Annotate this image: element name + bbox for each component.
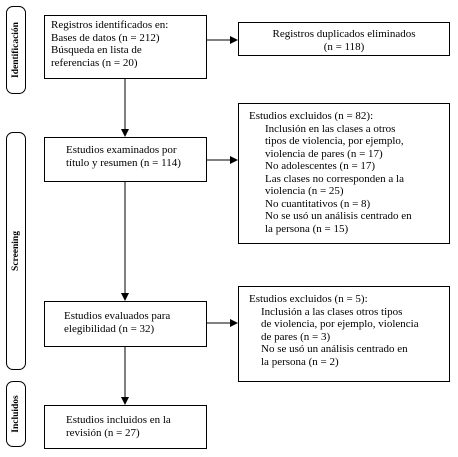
excluded1-item: la persona (n = 15) — [265, 222, 349, 235]
stage-included: Incluidos — [6, 381, 26, 447]
duplicates-line-2: (n = 118) — [323, 40, 365, 53]
included-line-1: Estudios incluidos en la — [66, 414, 171, 426]
stage-screening: Screening — [6, 132, 26, 370]
included-studies-box: Estudios incluidos en la revisión (n = 2… — [44, 405, 207, 449]
excluded1-header: Estudios excluidos (n = 82): — [249, 110, 374, 122]
excluded1-item: No cuantitativos (n = 8) — [265, 197, 371, 210]
identified-records-box: Registros identificados en: Bases de dat… — [44, 15, 207, 79]
excluded2-item: No se usó un análisis centrado en — [261, 343, 408, 355]
excluded1-item: violencia (n = 25) — [265, 185, 344, 197]
excluded1-item: Las clases no corresponden a la — [265, 172, 404, 185]
duplicates-removed-box: Registros duplicados eliminados (n = 118… — [238, 22, 450, 56]
screened-line-1: Estudios examinados por — [66, 144, 177, 156]
excluded-studies-box-1: Estudios excluidos (n = 82): Inclusión e… — [238, 103, 450, 244]
excluded2-header: Estudios excluidos (n = 5): — [249, 293, 368, 305]
excluded1-item: No adolescentes (n = 17) — [265, 160, 376, 172]
identified-line-3: Búsqueda en lista de — [51, 44, 142, 56]
excluded1-item: Inclusión en las clases a otros — [265, 122, 396, 135]
excluded1-item: No se usó un análisis centrado en — [265, 210, 412, 222]
excluded2-item: de pares (n = 3) — [261, 330, 331, 343]
excluded2-item: la persona (n = 2) — [261, 355, 339, 368]
excluded1-item: violencia de pares (n = 17) — [265, 147, 383, 160]
excluded1-item: tipos de violencia, por ejemplo, — [265, 135, 404, 147]
screened-studies-box: Estudios examinados por título y resumen… — [44, 137, 207, 182]
identified-line-1: Registros identificados en: — [51, 19, 169, 31]
excluded-studies-box-2: Estudios excluidos (n = 5): Inclusión a … — [238, 286, 450, 382]
eligibility-line-1: Estudios evaluados para — [64, 310, 171, 322]
excluded2-item: de violencia, por ejemplo, violencia — [261, 318, 419, 330]
excluded2-item: Inclusión a las clases otros tipos — [261, 305, 403, 318]
identified-line-2: Bases de datos (n = 212) — [51, 31, 160, 44]
eligibility-line-2: elegibilidad (n = 32) — [64, 322, 155, 335]
stage-identification: Identificación — [6, 6, 26, 94]
included-line-2: revisión (n = 27) — [66, 426, 140, 439]
duplicates-line-1: Registros duplicados eliminados — [272, 28, 416, 40]
identified-line-4: referencias (n = 20) — [51, 56, 138, 69]
eligibility-studies-box: Estudios evaluados para elegibilidad (n … — [44, 301, 207, 347]
screened-line-2: título y resumen (n = 114) — [66, 156, 181, 169]
